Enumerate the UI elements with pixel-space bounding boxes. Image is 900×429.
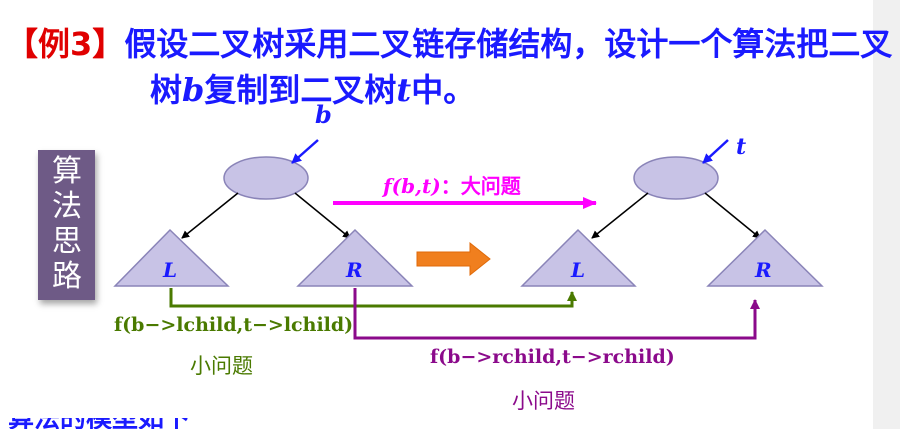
bottom-partial-text: 算法的模型如下 <box>8 418 268 429</box>
title-text-copy: 复制到二叉树 <box>204 71 397 109</box>
left-tree-L-label: L <box>163 258 178 282</box>
left-subtree-r <box>296 228 414 287</box>
left-tree-R-label: R <box>346 258 363 282</box>
rchild-call-path <box>353 288 760 340</box>
lchild-subproblem-label: 小问题 <box>190 354 253 378</box>
right-subtree-r <box>706 228 824 287</box>
right-edge-r <box>704 192 761 239</box>
right-margin-strip <box>873 0 900 429</box>
title-var-t: t <box>396 71 412 109</box>
transform-arrow <box>416 241 491 277</box>
right-tree-R-label: R <box>755 258 772 282</box>
problem-title-line1: 【例3】假设二叉树采用二叉链存储结构，设计一个算法把二叉 <box>6 24 892 64</box>
title-bracket-open: 【 <box>6 25 39 63</box>
title-var-b: b <box>182 71 205 109</box>
left-edge-l <box>181 192 239 239</box>
left-root-node <box>223 156 309 200</box>
left-subtree-l <box>113 228 230 287</box>
big-problem-text: 大问题 <box>460 174 521 198</box>
title-text-line1: 假设二叉树采用二叉链存储结构，设计一个算法把二叉 <box>124 25 893 63</box>
right-edge-l <box>591 192 649 239</box>
left-pointer-arrow <box>291 139 319 164</box>
big-problem-func: f(b,t) <box>383 174 441 198</box>
pointer-t-label: t <box>736 134 747 160</box>
example-label: 例3 <box>38 25 93 63</box>
side-label-text: 算法思路 <box>52 154 82 294</box>
right-pointer-arrow <box>702 139 729 164</box>
right-tree-L-label: L <box>571 258 586 282</box>
left-edge-r <box>294 192 351 239</box>
problem-title-line2: 树b复制到二叉树t中。 <box>150 70 475 110</box>
lchild-call-path <box>169 288 577 308</box>
title-text-end: 中。 <box>411 71 476 109</box>
bottom-partial-text-clip: 算法的模型如下 <box>8 418 268 429</box>
big-problem-sep: ： <box>440 174 461 198</box>
rchild-call-label: f(b−>rchild,t−>rchild) <box>430 346 675 368</box>
title-bracket-close: 】 <box>92 25 125 63</box>
rchild-subproblem-label: 小问题 <box>512 389 575 413</box>
right-subtree-l <box>520 228 637 287</box>
pointer-b-label: b <box>315 100 332 129</box>
right-root-node <box>633 156 719 200</box>
side-label-box <box>38 150 95 300</box>
big-problem-label: f(b,t)：大问题 <box>383 170 521 199</box>
title-text-tree: 树 <box>150 71 183 109</box>
lchild-call-label: f(b−>lchild,t−>lchild) <box>114 314 354 336</box>
